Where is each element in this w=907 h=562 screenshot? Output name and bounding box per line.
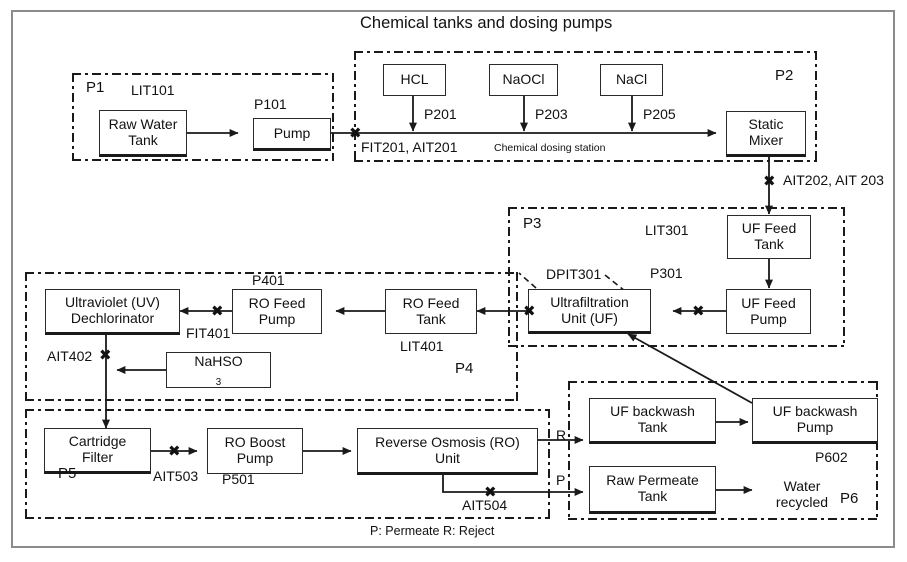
hcl-tank-label: HCL [400,71,429,88]
equipment-cartridge-filter[interactable]: Cartridge Filter [44,428,151,474]
valve-x-fit201: ✖ [349,125,362,142]
ro-feed-pump-line1: RO Feed [248,294,306,311]
uv-dechlorinator-line2: Dechlorinator [70,310,155,326]
tag-lit401: LIT401 [400,338,444,354]
raw-water-tank-line2: Tank [128,131,158,148]
static-mixer-line2: Mixer [748,132,784,148]
tag-lit301: LIT301 [645,222,689,238]
label-chemical-dosing-station: Chemical dosing station [494,142,606,154]
zone-tag-p3: P3 [523,215,542,232]
uf-unit-line1: Ultrafiltration [550,293,629,310]
ro-feed-tank-line1: RO Feed [402,294,460,311]
equipment-static-mixer[interactable]: Static Mixer [726,111,806,157]
water-recycled-line1: Water [783,478,821,494]
tag-dpit301: DPIT301 [546,266,602,282]
zone-tag-p5: P5 [58,465,77,482]
equipment-ro-feed-pump[interactable]: RO Feed Pump [232,289,322,334]
label-permeate: P [556,472,566,488]
tag-fit401: FIT401 [186,325,231,341]
equipment-uf-feed-tank[interactable]: UF Feed Tank [727,215,811,259]
equipment-raw-water-tank[interactable]: Raw Water Tank [99,110,187,157]
ro-feed-tank-line2: Tank [416,310,446,327]
equipment-raw-permeate-tank[interactable]: Raw Permeate Tank [589,466,716,514]
cartridge-filter-line1: Cartridge [68,433,127,450]
equipment-ro-unit[interactable]: Reverse Osmosis (RO) Unit [357,428,538,475]
valve-x-ait503: ✖ [168,443,181,460]
tag-p602: P602 [815,449,848,465]
raw-permeate-tank-line2: Tank [637,488,668,504]
equipment-ro-boost-pump[interactable]: RO Boost Pump [207,428,303,474]
uf-unit-line2: Unit (UF) [561,309,618,326]
zone-tag-p2: P2 [775,67,794,84]
ro-unit-line1: Reverse Osmosis (RO) [375,433,520,450]
label-water-recycled: Water recycled [760,478,844,510]
water-recycled-line2: recycled [775,493,829,510]
label-reject: R [556,427,567,443]
static-mixer-line1: Static [748,116,784,133]
tag-p301: P301 [650,265,683,281]
uv-dechlorinator-line1: Ultraviolet (UV) [65,294,160,311]
uf-feed-pump-line2: Pump [750,310,787,327]
uf-backwash-pump-line2: Pump [796,419,834,435]
tag-p201: P201 [424,106,457,122]
uf-backwash-tank-line1: UF backwash [610,403,695,420]
valve-x-p301: ✖ [692,303,705,320]
tag-p401: P401 [252,272,285,288]
valve-x-ait202: ✖ [763,173,776,190]
equipment-uv-dechlorinator[interactable]: Ultraviolet (UV) Dechlorinator [45,289,180,335]
uf-feed-tank-line2: Tank [754,236,784,252]
valve-x-fit401: ✖ [211,303,224,320]
tag-p205: P205 [643,106,676,122]
pump-p101-label: Pump [273,124,311,141]
tag-lit101: LIT101 [131,82,175,98]
uf-feed-pump-line1: UF Feed [741,294,796,311]
zone-tag-p1: P1 [86,79,105,96]
tag-p501: P501 [222,471,255,487]
equipment-naocl-tank[interactable]: NaOCl [489,64,558,96]
equipment-ro-feed-tank[interactable]: RO Feed Tank [385,289,477,334]
valve-x-ait504: ✖ [484,484,497,501]
equipment-ultrafiltration-unit[interactable]: Ultrafiltration Unit (UF) [528,289,651,334]
valve-x-dpit301-inlet: ✖ [523,303,536,320]
cartridge-filter-line2: Filter [81,449,114,465]
tag-ait504: AIT504 [462,497,508,513]
equipment-uf-backwash-tank[interactable]: UF backwash Tank [589,398,716,444]
tag-ait202-ait203: AIT202, AIT 203 [783,172,884,188]
naocl-tank-label: NaOCl [502,71,545,88]
tag-ait503: AIT503 [153,468,199,484]
equipment-pump-p101[interactable]: Pump [253,118,331,151]
zone-tag-p4: P4 [455,360,474,377]
raw-water-tank-line1: Raw Water [108,115,178,132]
valve-x-ait402: ✖ [99,347,112,364]
equipment-uf-backwash-pump[interactable]: UF backwash Pump [752,398,878,444]
equipment-uf-feed-pump[interactable]: UF Feed Pump [726,289,811,334]
uf-backwash-tank-line2: Tank [637,419,668,435]
tag-ait402: AIT402 [47,348,93,364]
tag-p203: P203 [535,106,568,122]
page-title: Chemical tanks and dosing pumps [360,14,613,32]
uf-backwash-pump-line1: UF backwash [772,403,858,420]
equipment-hcl-tank[interactable]: HCL [383,64,446,96]
uf-feed-tank-line1: UF Feed [741,220,797,237]
ro-boost-pump-line2: Pump [236,450,274,466]
raw-permeate-tank-line1: Raw Permeate [606,472,699,489]
legend-permeate-reject: P: Permeate R: Reject [370,524,495,538]
nacl-tank-label: NaCl [615,71,648,88]
tag-fit201-ait201: FIT201, AIT201 [361,139,458,155]
zone-tag-p6: P6 [840,490,859,507]
ro-feed-pump-line2: Pump [258,310,296,327]
ro-boost-pump-line1: RO Boost [224,434,286,451]
equipment-nacl-tank[interactable]: NaCl [600,64,663,96]
ro-unit-line2: Unit [435,449,460,466]
tag-p101: P101 [254,96,287,112]
